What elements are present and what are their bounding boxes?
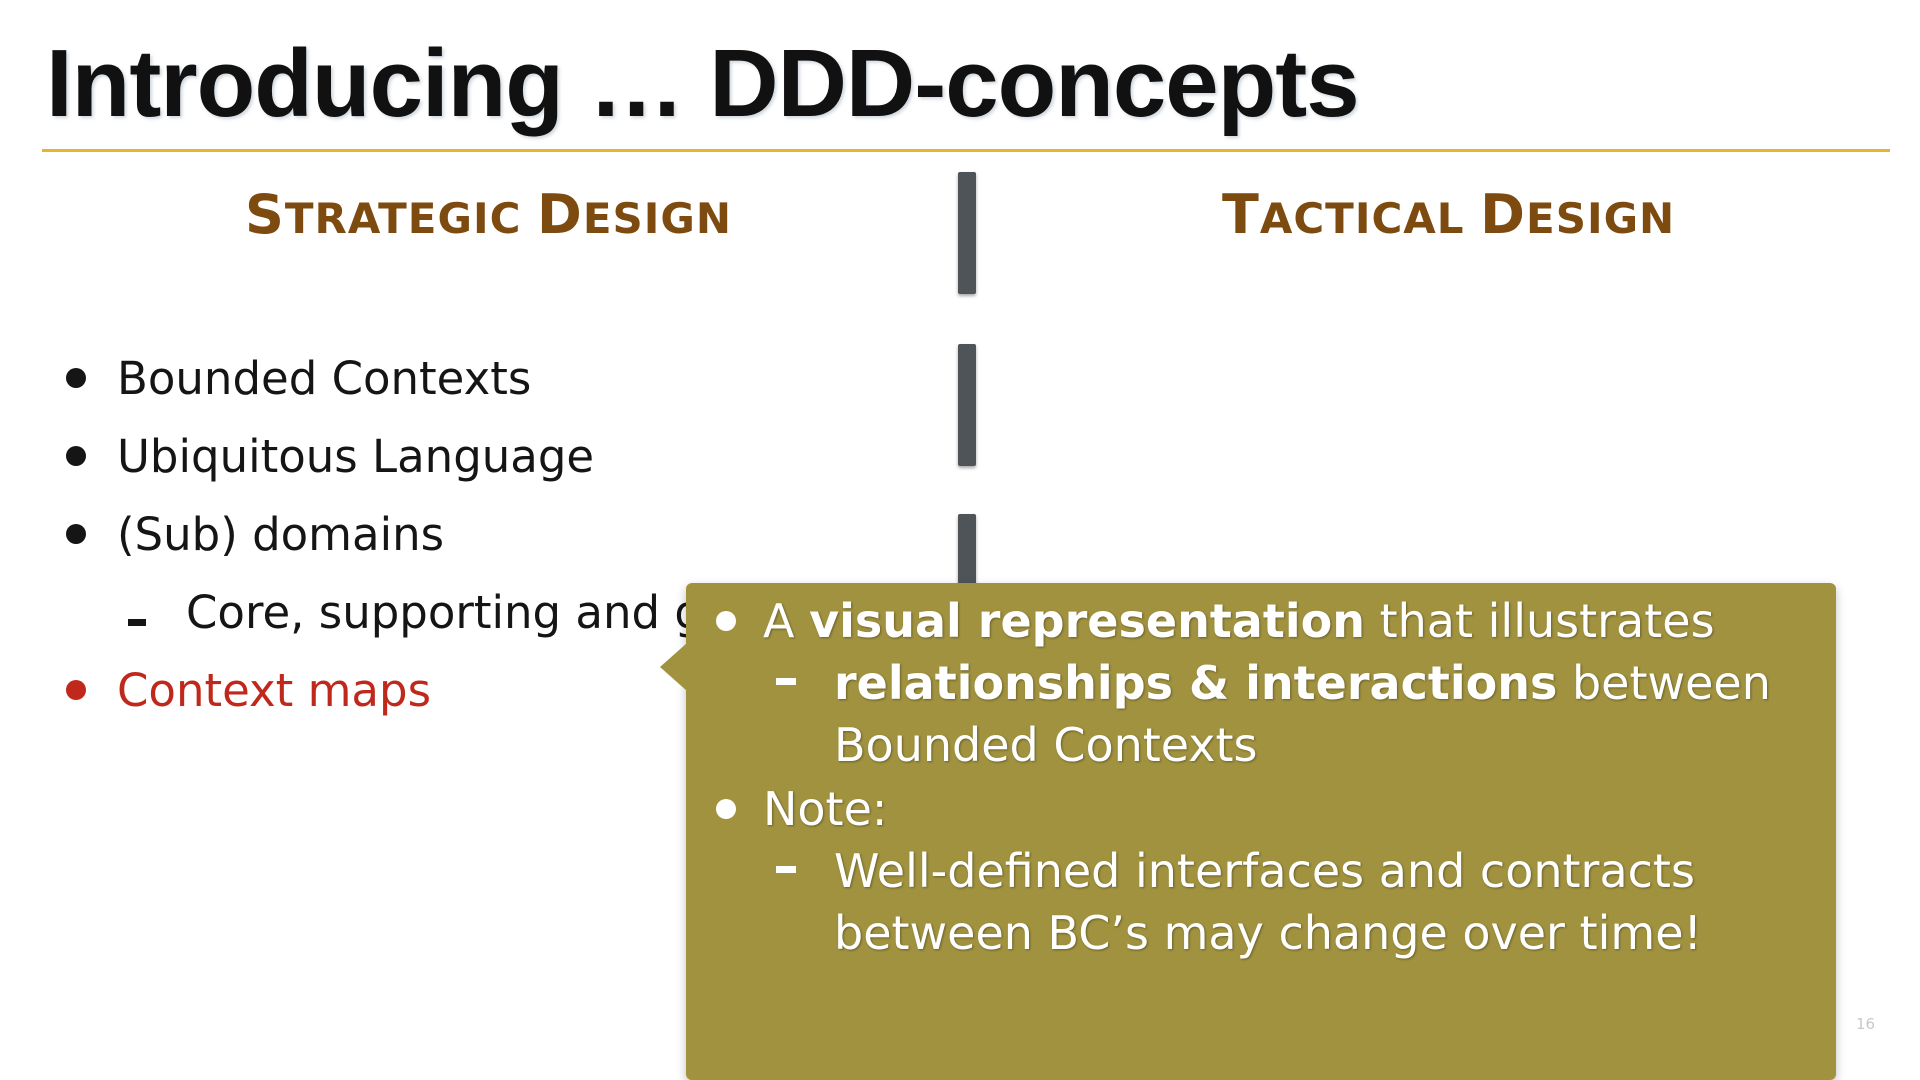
bullet-dash-icon <box>776 678 796 685</box>
heading-initial: T <box>1222 183 1260 246</box>
list-item-text: Core, supporting and g <box>186 586 703 639</box>
callout-line: Note: <box>763 782 888 836</box>
callout-line: A visual representation that illustrates <box>763 591 1715 651</box>
callout-text: A <box>763 594 810 648</box>
list-item-text: Bounded Contexts <box>117 352 532 405</box>
list-item: Ubiquitous Language <box>66 418 703 496</box>
slide-title: Introducing … DDD-concepts <box>46 30 1360 137</box>
list-item-highlighted: Context maps <box>66 652 703 730</box>
heading-initial: D <box>537 183 583 246</box>
callout-line: between BC’s may change over time! <box>834 906 1702 960</box>
bullet-dot-icon <box>66 446 86 466</box>
list-item-text: Ubiquitous Language <box>117 430 595 483</box>
bullet-dot-icon <box>66 680 86 700</box>
heading-initial: D <box>1480 183 1526 246</box>
column-divider-segment <box>958 344 976 466</box>
list-item-text: Context maps <box>117 664 432 717</box>
callout-bold-text: visual representation <box>809 594 1365 648</box>
list-item: Bounded Contexts <box>66 340 703 418</box>
context-map-callout: A visual representation that illustrates… <box>660 583 1836 1080</box>
column-divider-segment <box>958 172 976 294</box>
bullet-dot-icon <box>66 368 86 388</box>
tactical-design-heading: TACTICAL DESIGN <box>1222 180 1675 254</box>
heading-initial: S <box>245 183 285 246</box>
column-divider-segment <box>958 514 976 594</box>
callout-text: between <box>1557 656 1771 710</box>
list-item: (Sub) domains <box>66 496 703 574</box>
list-item-text: (Sub) domains <box>117 508 445 561</box>
heading-rest: ACTICAL <box>1259 194 1481 243</box>
callout-line: relationships & interactions between <box>834 653 1771 713</box>
sub-list-item: Core, supporting and g <box>66 574 703 652</box>
callout-pointer <box>660 643 687 691</box>
callout-line: Bounded Contexts <box>834 718 1258 772</box>
bullet-dot-icon <box>66 524 86 544</box>
strategic-design-heading: STRATEGIC DESIGN <box>245 180 732 254</box>
heading-rest: ESIGN <box>1526 194 1676 243</box>
title-underline <box>42 149 1890 152</box>
heading-rest: ESIGN <box>582 194 733 243</box>
bullet-dash-icon <box>776 866 796 873</box>
bullet-dot-icon <box>716 799 736 819</box>
bullet-dot-icon <box>716 611 736 631</box>
callout-bold-text: relationships & interactions <box>834 656 1558 710</box>
callout-text: that illustrates <box>1364 594 1715 648</box>
heading-rest: TRATEGIC <box>284 194 538 243</box>
bullet-dash-icon <box>128 618 146 626</box>
page-number: 16 <box>1856 1015 1876 1033</box>
callout-line: Well-defined interfaces and contracts <box>834 844 1695 898</box>
strategic-design-list: Bounded Contexts Ubiquitous Language (Su… <box>66 340 703 730</box>
